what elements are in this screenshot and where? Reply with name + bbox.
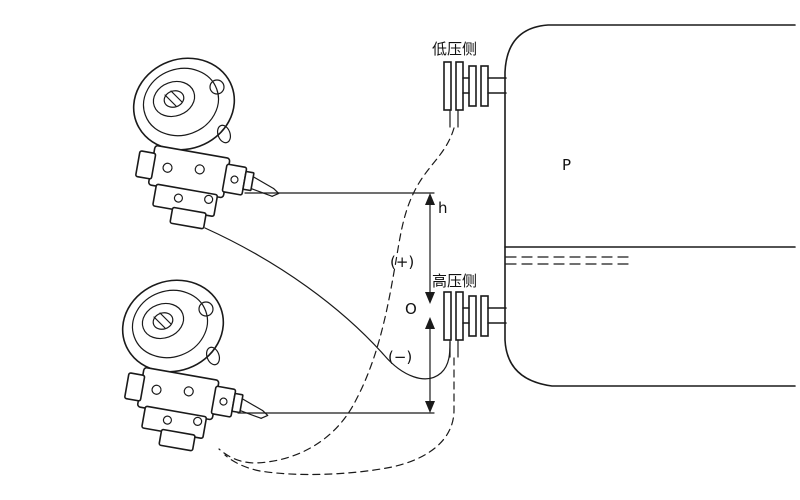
low-pressure-label: 低压侧 bbox=[432, 40, 477, 58]
high-pressure-nozzle: 高压侧 bbox=[432, 272, 507, 358]
high-pressure-label: 高压侧 bbox=[432, 272, 477, 290]
flange-plate bbox=[480, 295, 489, 337]
arrowhead-down bbox=[425, 292, 435, 304]
flange-plate bbox=[443, 291, 452, 341]
flange-plate bbox=[455, 61, 464, 111]
lower-transmitter bbox=[108, 265, 274, 464]
flange-plate bbox=[480, 65, 489, 107]
tank-vessel: P bbox=[504, 24, 796, 387]
tank-pressure-label: P bbox=[562, 156, 571, 174]
impulse-line-dashed-lp bbox=[218, 127, 455, 464]
flange-plate bbox=[468, 65, 477, 107]
flange-plate bbox=[443, 61, 452, 111]
arrowhead-up bbox=[425, 193, 435, 205]
plus-range-label: (+) bbox=[390, 253, 414, 271]
tank-outline bbox=[504, 24, 796, 387]
impulse-lines bbox=[204, 127, 455, 476]
minus-range-label: (−) bbox=[388, 348, 412, 366]
upper-transmitter bbox=[119, 43, 285, 242]
height-label: h bbox=[438, 199, 448, 217]
arrowhead-up bbox=[425, 317, 435, 329]
impulse-line-solid bbox=[204, 227, 451, 380]
low-pressure-nozzle: 低压侧 bbox=[432, 40, 507, 128]
flange-plate bbox=[455, 291, 464, 341]
impulse-line-dashed-hp bbox=[224, 357, 455, 476]
arrowhead-down bbox=[425, 401, 435, 413]
zero-point-label: O bbox=[405, 300, 417, 318]
dimension-annotation: h (+) O (−) bbox=[237, 192, 448, 414]
flange-plate bbox=[468, 295, 477, 337]
